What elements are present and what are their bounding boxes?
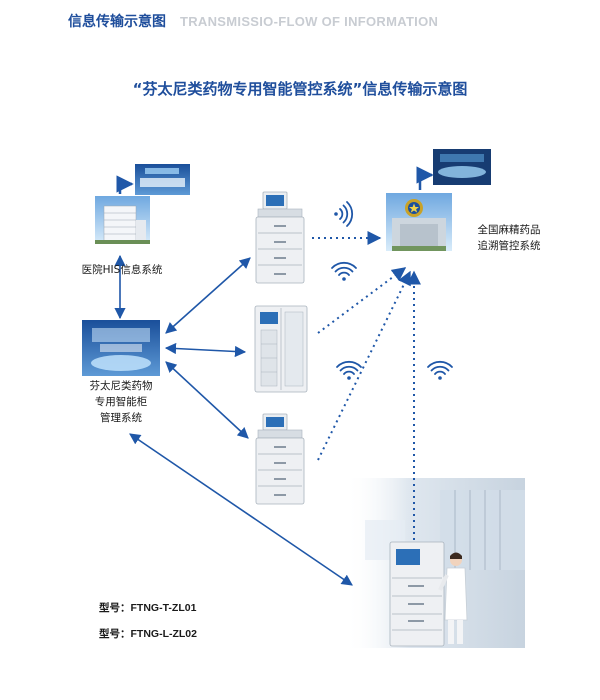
wireless-link-cabinet-2 bbox=[317, 267, 407, 334]
wifi-icon bbox=[427, 360, 453, 380]
model-number: 型号：FTNG-L-ZL02 bbox=[99, 628, 197, 640]
management-control-room-image bbox=[82, 320, 160, 376]
cabinet-icon bbox=[255, 413, 305, 505]
section-header: 信息传输示意图 TRANSMISSIO-FLOW OF INFORMATION bbox=[68, 10, 438, 32]
arrow-management-cabinet-3 bbox=[165, 361, 249, 439]
his-system-label: 医院HIS信息系统 bbox=[81, 264, 163, 276]
management-system-label: 芬太尼类药物 专用智能柜 管理系统 bbox=[89, 380, 153, 424]
pharmacist-icon bbox=[438, 552, 468, 644]
national-command-center-thumbnail bbox=[433, 149, 491, 185]
wifi-icon bbox=[334, 201, 354, 227]
arrow-management-hospital-cabinet bbox=[129, 433, 353, 586]
section-title-en: TRANSMISSIO-FLOW OF INFORMATION bbox=[180, 13, 439, 29]
wifi-icon bbox=[331, 261, 357, 281]
arrow-management-cabinet-2 bbox=[164, 342, 247, 358]
diagram-title: “芬太尼类药物专用智能管控系统”信息传输示意图 bbox=[132, 80, 468, 98]
cabinet-icon bbox=[389, 541, 445, 647]
wifi-icon bbox=[336, 360, 362, 380]
national-thumbnail-arrow bbox=[416, 166, 434, 190]
building-icon bbox=[95, 196, 150, 244]
cabinet-icon bbox=[254, 305, 308, 393]
wireless-link-cabinet-3 bbox=[317, 270, 411, 461]
section-title-cn: 信息传输示意图 bbox=[68, 14, 166, 30]
national-system-label: 全国麻精药品 追溯管控系统 bbox=[477, 224, 541, 252]
cabinet-icon bbox=[255, 191, 305, 284]
his-control-room-thumbnail bbox=[135, 164, 190, 195]
arrow-management-cabinet-1 bbox=[165, 257, 251, 334]
his-thumbnail-arrow bbox=[116, 175, 134, 194]
police-emblem-icon bbox=[405, 199, 423, 217]
model-number: 型号：FTNG-T-ZL01 bbox=[99, 602, 197, 614]
police-building-image bbox=[386, 193, 452, 251]
